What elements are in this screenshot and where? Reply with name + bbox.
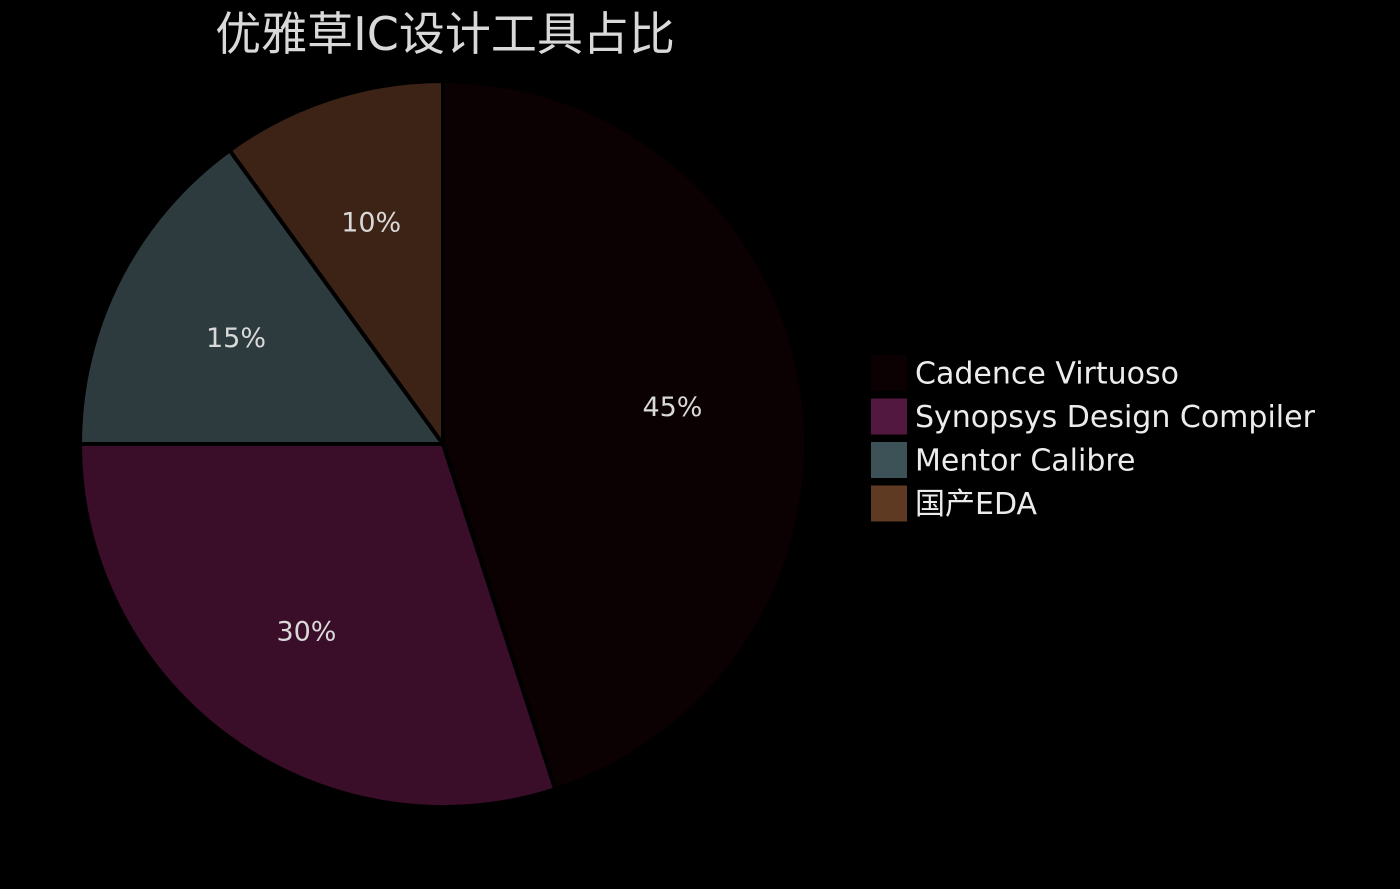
pie-slice-synopsys-design-compiler [78, 442, 558, 809]
legend-swatch [871, 398, 907, 435]
legend-swatch [871, 355, 907, 391]
pie-slice-label: 45% [642, 392, 702, 423]
pie-slice-label: 15% [206, 323, 266, 354]
pie-slice-eda [227, 79, 445, 446]
legend-label: Synopsys Design Compiler [915, 400, 1316, 435]
legend-swatch [871, 442, 907, 478]
legend-swatch [871, 485, 907, 522]
pie-slice-label: 30% [276, 616, 336, 647]
legend-label: 国产EDA [915, 487, 1038, 522]
pie-slice-mentor-calibre [78, 148, 445, 446]
chart-title: 优雅草IC设计工具占比 [215, 7, 675, 61]
legend-label: Cadence Virtuoso [915, 357, 1179, 392]
pie-slice-labels: 45% 30% 15% 10% [206, 208, 702, 648]
pie-slice-cadence-virtuoso [441, 79, 808, 792]
pie-slices [78, 79, 808, 809]
legend-label: Mentor Calibre [915, 444, 1136, 479]
pie-slice-label: 10% [341, 208, 401, 239]
